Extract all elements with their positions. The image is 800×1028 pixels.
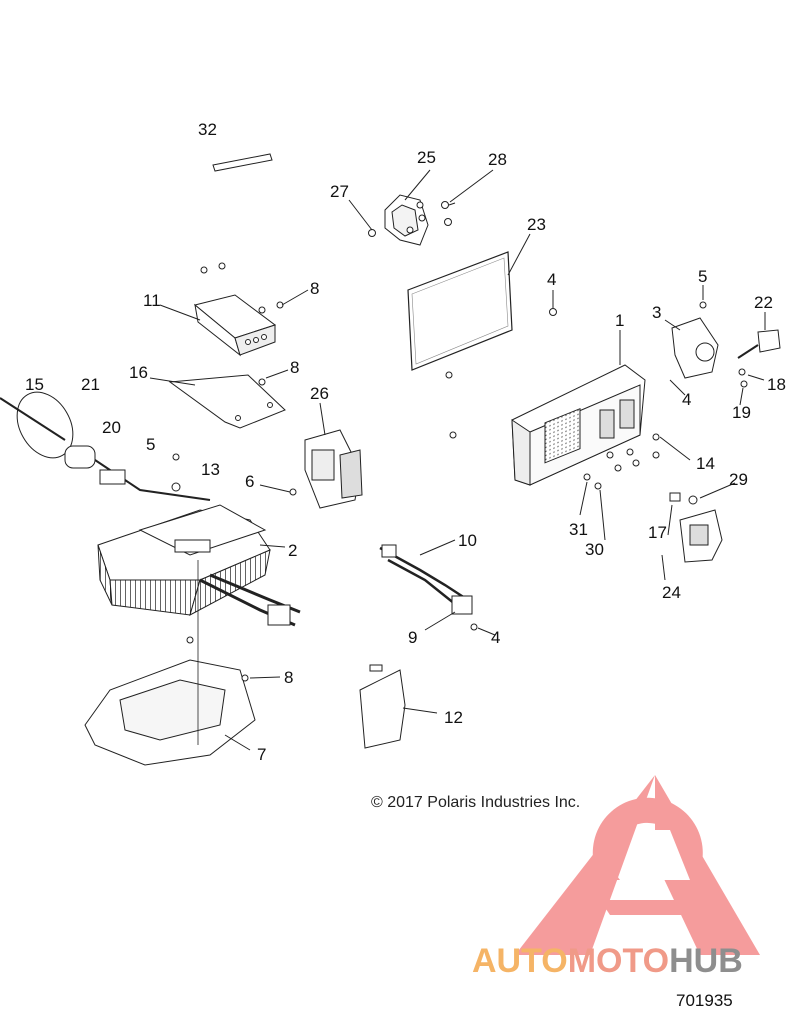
part-28-screws [368, 201, 456, 237]
callout-7: 7 [257, 745, 267, 764]
callout-5: 5 [698, 267, 708, 286]
part-2-charger [97, 504, 301, 627]
callout-8: 8 [284, 668, 294, 687]
part-16-bracket [168, 374, 286, 429]
callout-15: 15 [25, 375, 44, 394]
copyright-notice: © 2017 Polaris Industries Inc. [371, 794, 581, 811]
part-3-relay [671, 301, 719, 379]
callout-32: 32 [198, 120, 217, 139]
callout-26: 26 [310, 384, 329, 403]
callout-25: 25 [417, 148, 436, 167]
callout-4: 4 [491, 628, 501, 647]
callout-12: 12 [444, 708, 463, 727]
part-32-rod [212, 153, 273, 172]
callout-14: 14 [696, 454, 715, 473]
watermark-text: AUTOMOTOHUB [472, 942, 743, 981]
leader-lines [149, 169, 766, 751]
callout-24: 24 [662, 583, 681, 602]
callout-4: 4 [547, 270, 557, 289]
callout-11: 11 [143, 291, 161, 310]
callout-4: 4 [682, 390, 692, 409]
part-24-bracket [669, 492, 723, 563]
part-26-controller [304, 429, 363, 509]
callout-9: 9 [408, 628, 418, 647]
callout-31: 31 [569, 520, 588, 539]
callout-28: 28 [488, 150, 507, 169]
callout-8: 8 [310, 279, 320, 298]
callout-18: 18 [767, 375, 786, 394]
figure-number: 701935 [676, 991, 733, 1010]
callout-10: 10 [458, 531, 477, 550]
callout-21: 21 [81, 375, 100, 394]
part-22-connector [737, 329, 781, 388]
part-25-bracket [384, 194, 429, 246]
callout-17: 17 [648, 523, 667, 542]
watermark-part3: HUB [669, 942, 743, 980]
part-9-harness [379, 544, 473, 615]
callout-1: 1 [615, 311, 625, 330]
callout-20: 20 [102, 418, 121, 437]
part-11-module [193, 262, 284, 357]
callout-13: 13 [201, 460, 220, 479]
callout-30: 30 [585, 540, 604, 559]
callout-29: 29 [729, 470, 748, 489]
watermark-logo [515, 775, 760, 955]
callout-23: 23 [527, 215, 546, 234]
callout-5: 5 [146, 435, 156, 454]
misc-fasteners [171, 308, 557, 682]
callout-3: 3 [652, 303, 662, 322]
watermark-part2: MOTO [567, 942, 670, 980]
part-12-cover [359, 664, 406, 749]
callout-8: 8 [290, 358, 300, 377]
callout-27: 27 [330, 182, 349, 201]
callout-19: 19 [732, 403, 751, 422]
callout-22: 22 [754, 293, 773, 312]
callout-16: 16 [129, 363, 148, 382]
callout-6: 6 [245, 472, 255, 491]
watermark-part1: AUTO [472, 942, 568, 980]
part-15-21-20-cable [0, 391, 211, 501]
part-7-base-plate [84, 560, 256, 766]
callout-2: 2 [288, 541, 298, 560]
part-14-screws [583, 433, 660, 490]
part-23-plate [407, 251, 513, 371]
part-1-main-box [511, 364, 646, 486]
